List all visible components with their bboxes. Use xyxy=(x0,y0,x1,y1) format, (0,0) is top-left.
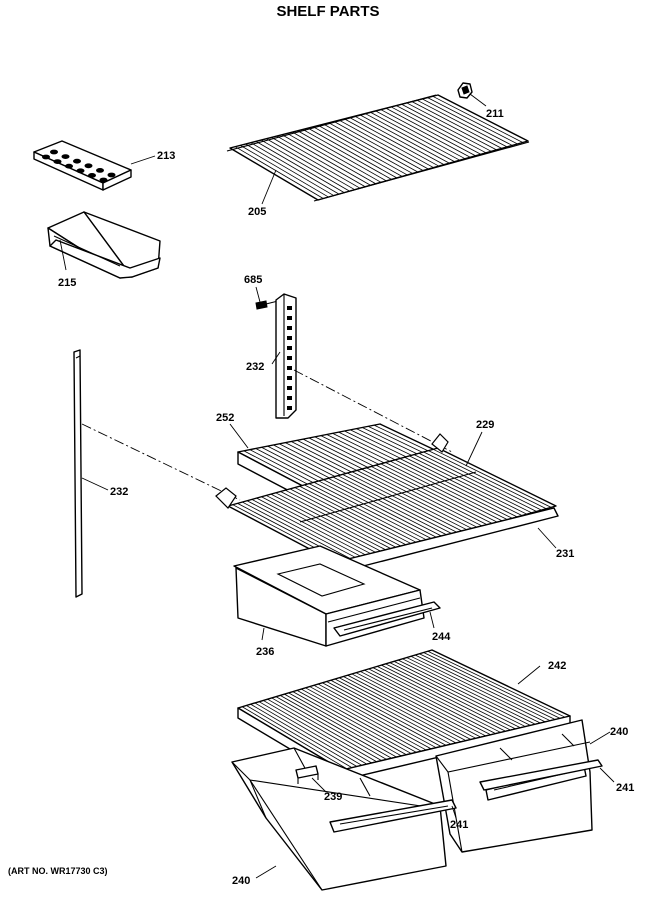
alignment-line-left xyxy=(81,423,241,501)
label-211: 211 xyxy=(486,108,504,120)
part-205-wire-shelf: 205 xyxy=(226,94,530,218)
label-240-right: 240 xyxy=(610,726,628,738)
part-213-egg-tray: 213 xyxy=(33,140,175,191)
part-241-drawer-handle-left: 241 xyxy=(329,799,468,833)
label-242: 242 xyxy=(548,660,566,672)
label-241-right: 241 xyxy=(616,782,634,794)
part-244-pan-trim: 244 xyxy=(333,601,451,643)
label-205: 205 xyxy=(248,206,266,218)
label-215: 215 xyxy=(58,277,76,289)
part-239-support: 239 xyxy=(295,765,342,803)
alignment-line-upper xyxy=(293,369,453,453)
label-213: 213 xyxy=(157,150,175,162)
part-241-drawer-handle-right: 241 xyxy=(479,759,634,794)
label-232-left: 232 xyxy=(110,486,128,498)
part-231-shelf-trim: 231 xyxy=(335,507,574,573)
art-number: (ART NO. WR17730 C3) xyxy=(8,866,108,876)
label-239: 239 xyxy=(324,791,342,803)
part-229-shelf-frame: 229 xyxy=(215,419,557,567)
part-215-door-bin: 215 xyxy=(47,211,161,289)
part-685-screw: 685 xyxy=(244,274,283,310)
part-232-upper-rail: 232 xyxy=(246,293,297,419)
label-229: 229 xyxy=(476,419,494,431)
label-236: 236 xyxy=(256,646,274,658)
part-211-cap: 211 xyxy=(457,82,504,120)
part-236-snack-pan: 236 xyxy=(233,545,425,658)
label-252: 252 xyxy=(216,412,234,424)
label-241-left: 241 xyxy=(450,819,468,831)
diagram-title: SHELF PARTS xyxy=(276,3,379,20)
label-244: 244 xyxy=(432,631,451,643)
label-240-left: 240 xyxy=(232,875,250,887)
label-231: 231 xyxy=(556,548,574,560)
part-240-crisper-drawer-left: 240 xyxy=(231,747,447,891)
part-232-left-rail: 232 xyxy=(73,349,128,598)
label-232-upper: 232 xyxy=(246,361,264,373)
label-685: 685 xyxy=(244,274,262,286)
